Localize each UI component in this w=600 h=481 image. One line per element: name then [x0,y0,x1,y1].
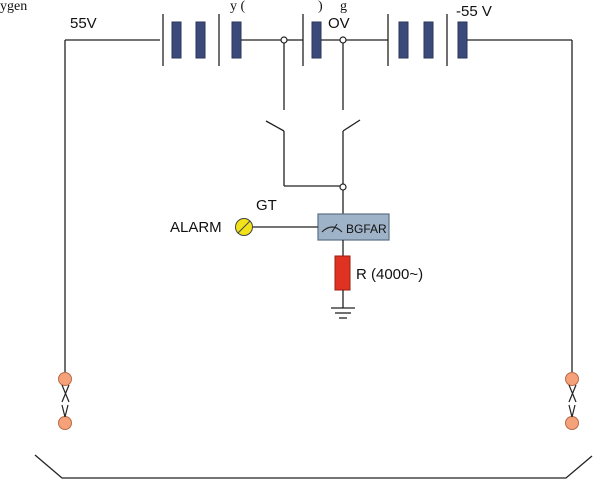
resistor [334,255,351,291]
fuse-right [565,372,579,430]
caption-fragment-2: y ( [230,0,246,14]
fuse-node [565,416,579,430]
fuse-link [568,384,577,403]
bottom-frame [34,454,593,479]
battery-cell [457,21,468,59]
junction-node [280,36,288,44]
junction-node [339,36,347,44]
battery-cell [311,21,322,59]
label-ground-test: GT [256,197,277,214]
fuse-node [58,416,72,430]
switch-blade [265,120,285,132]
relay-bgfar: BGFAR [317,213,390,241]
test-switch-left [265,43,285,186]
battery-cell [195,21,206,59]
fuse-link [568,404,576,418]
left-battery-bank [65,14,284,66]
lamp-slash [237,220,251,234]
middle-battery-cell [280,14,388,66]
label-zero-voltage: OV [328,15,350,32]
caption-fragment: ygen [0,0,27,14]
caption-fragment-3: ) [318,0,323,14]
alarm-lamp [235,218,253,236]
junction-node [339,183,347,191]
battery-cell [423,21,434,59]
switch-blade [342,119,361,132]
caption-fragment-4: g [340,0,347,14]
meter-icon [321,226,343,233]
label-resistor: R (4000~) [356,266,423,283]
label-negative-voltage: -55 V [456,3,492,20]
ground-icon [331,307,355,319]
fuse-node [58,372,72,386]
label-positive-voltage: 55V [70,15,97,32]
fuse-link [61,384,70,403]
meter-needle-icon [331,223,338,233]
label-alarm: ALARM [170,219,222,236]
battery-cell [398,21,409,59]
fuse-node [565,372,579,386]
relay-label: BGFAR [346,222,387,236]
battery-cell [171,21,182,59]
battery-cell [231,21,242,59]
right-battery-bank [387,14,572,66]
fuse-link [61,404,69,418]
fuse-left [58,372,72,430]
test-switch-right [342,43,361,184]
